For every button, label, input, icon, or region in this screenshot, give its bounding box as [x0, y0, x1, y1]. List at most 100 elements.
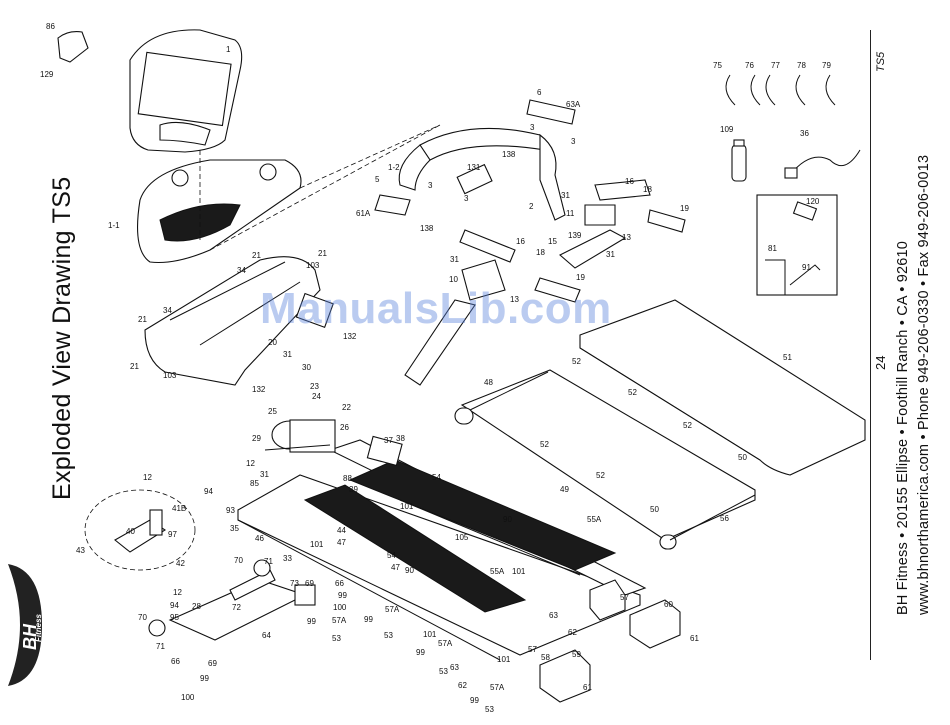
part-label: 90 — [503, 515, 512, 524]
part-label: 55A — [490, 567, 505, 576]
part-label: 37 — [384, 436, 393, 445]
part-label: 52 — [628, 388, 637, 397]
part-label: 47 — [391, 563, 400, 572]
part-label: 44 — [337, 526, 346, 535]
part-label: 120 — [806, 197, 820, 206]
part-label: 86 — [46, 22, 55, 31]
part-label: 28 — [192, 602, 201, 611]
part-label: 48 — [484, 378, 493, 387]
part-label: 85 — [250, 479, 259, 488]
part-label: 42 — [176, 559, 185, 568]
part-label: 62 — [458, 681, 467, 690]
part-label: 2 — [529, 202, 534, 211]
part-label: 21 — [138, 315, 147, 324]
part-label: 52 — [683, 421, 692, 430]
part-label: 31 — [260, 470, 269, 479]
part-label: 101 — [310, 540, 324, 549]
part-label: 34 — [163, 306, 172, 315]
part-label: 99 — [470, 696, 479, 705]
part-label: 69 — [208, 659, 217, 668]
part-label: 33 — [283, 554, 292, 563]
part-label: 11 — [566, 209, 575, 218]
part-label: 50 — [650, 505, 659, 514]
part-label: 3 — [428, 181, 433, 190]
part-label: 22 — [342, 403, 351, 412]
part-number-labels: 86 129 1 1-1 21 21 34 103 21 34 21 103 2… — [40, 22, 831, 714]
part-label: 3 — [464, 194, 469, 203]
part-label: 58 — [541, 653, 550, 662]
part-label: 76 — [745, 61, 754, 70]
part-label: 16 — [516, 237, 525, 246]
part-label: 94 — [204, 487, 213, 496]
end-caps-part — [539, 579, 681, 703]
deck-and-rollers-part — [454, 369, 756, 550]
part-label: 5 — [375, 175, 380, 184]
part-label: 73 — [290, 579, 299, 588]
part-label: 1 — [226, 45, 231, 54]
part-label: 63A — [566, 100, 581, 109]
part-label: 93 — [226, 506, 235, 515]
part-label: 95 — [170, 613, 179, 622]
part-label: 34 — [237, 266, 246, 275]
part-label: 57 — [620, 593, 629, 602]
main-frame-part — [237, 439, 647, 661]
part-label: 66 — [171, 657, 180, 666]
running-belt-part — [579, 299, 866, 476]
part-label: 3 — [530, 123, 535, 132]
incline-frame-part — [148, 559, 316, 641]
part-label: 138 — [420, 224, 434, 233]
upright-posts-part — [404, 204, 627, 386]
part-label: 51 — [783, 353, 792, 362]
part-label: 61 — [583, 683, 592, 692]
part-label: 31 — [450, 255, 459, 264]
part-label: 75 — [713, 61, 722, 70]
part-label: 56 — [720, 514, 729, 523]
part-label: 81 — [768, 244, 777, 253]
part-label: 99 — [307, 617, 316, 626]
part-label: 53 — [384, 631, 393, 640]
detail-callout-outline — [84, 489, 196, 571]
part-label: 54 — [387, 551, 396, 560]
part-label: 109 — [720, 125, 734, 134]
part-label: 139 — [568, 231, 582, 240]
company-contact: www.bhnorthamerica.com • Phone 949-206-0… — [916, 154, 932, 615]
part-label: 94 — [170, 601, 179, 610]
part-label: 61 — [690, 634, 699, 643]
part-label: 66 — [335, 579, 344, 588]
part-label: 40 — [126, 527, 135, 536]
part-label: 62 — [568, 628, 577, 637]
part-label: 60 — [664, 600, 673, 609]
part-label: 12 — [143, 473, 152, 482]
part-label: 38 — [396, 434, 405, 443]
part-label: 53 — [485, 705, 494, 714]
part-label: 1-1 — [108, 221, 120, 230]
part-label: 24 — [312, 392, 321, 401]
part-label: 78 — [797, 61, 806, 70]
part-label: 72 — [232, 603, 241, 612]
part-label: 77 — [771, 61, 780, 70]
part-label: 100 — [333, 603, 347, 612]
company-address: BH Fitness • 20155 Ellipse • Foothill Ra… — [895, 240, 911, 615]
part-label: 57A — [490, 683, 505, 692]
part-label: 88 — [343, 474, 352, 483]
bh-fitness-logo — [8, 564, 42, 686]
part-label: 57A — [438, 639, 453, 648]
part-label: 52 — [540, 440, 549, 449]
part-label: 69 — [305, 579, 314, 588]
part-label: 59 — [572, 650, 581, 659]
part-label: 31 — [561, 191, 570, 200]
part-label: 132 — [343, 332, 357, 341]
watermark: ManualsLib.com — [260, 284, 612, 333]
part-label: 53 — [439, 667, 448, 676]
handlebar-assembly-part — [374, 99, 686, 303]
part-label: 105 — [455, 533, 469, 542]
detail-bracket-part — [114, 509, 167, 553]
part-label: 61A — [356, 209, 371, 218]
part-label: 100 — [181, 693, 195, 702]
part-label: 101 — [512, 567, 526, 576]
part-label: 129 — [40, 70, 54, 79]
part-label: 70 — [234, 556, 243, 565]
part-label: 57A — [332, 616, 347, 625]
part-label: 25 — [268, 407, 277, 416]
